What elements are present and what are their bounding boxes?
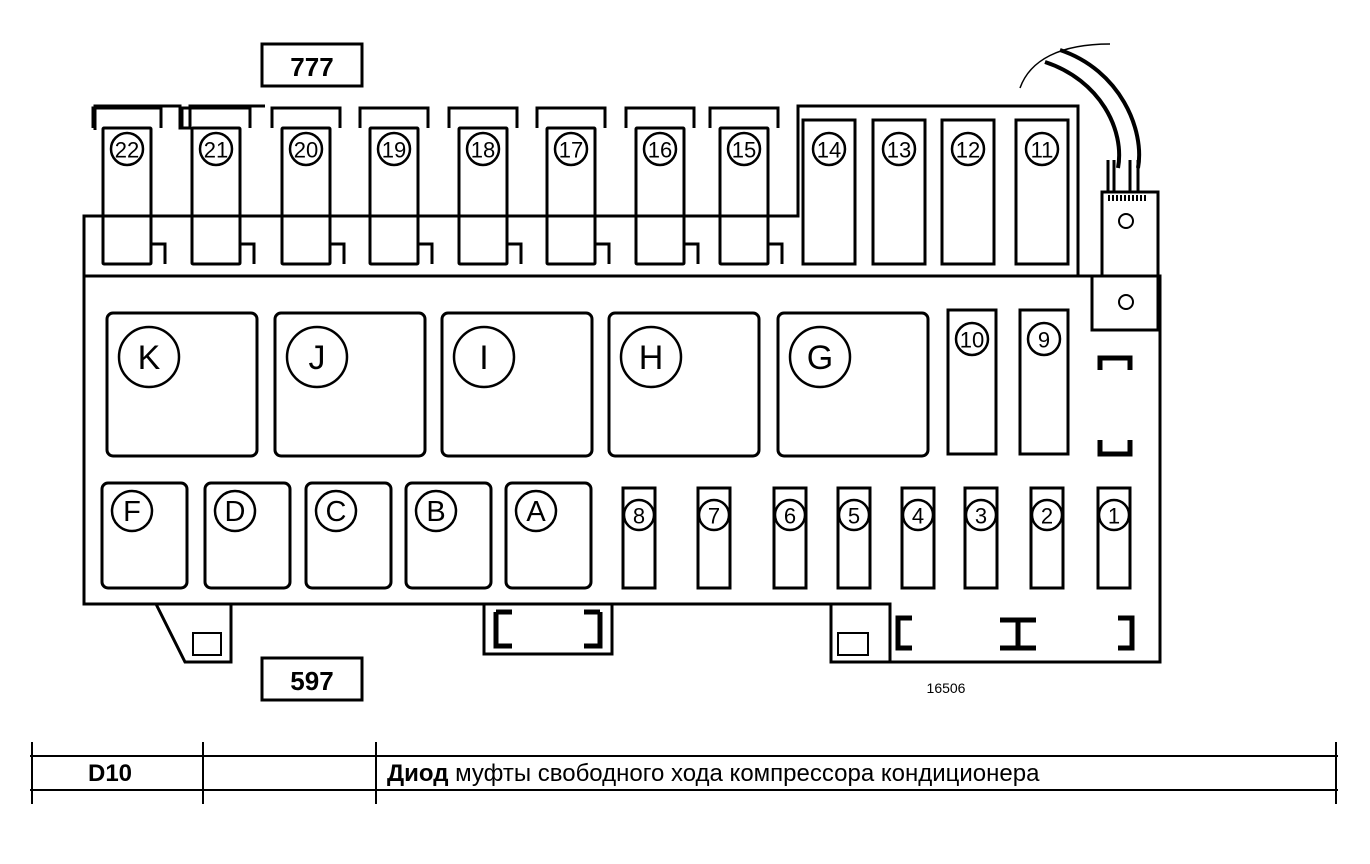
relay-D: D: [203, 481, 292, 590]
fuse-14-label: 14: [817, 138, 841, 163]
component-description: Диод муфты свободного хода компрессора к…: [387, 760, 1039, 788]
relay-C: C: [304, 481, 393, 590]
fuse-15-label: 15: [732, 138, 756, 163]
fuse-4: 4: [900, 486, 936, 590]
fuse-14: 14: [801, 118, 857, 266]
fuse-10: 10: [946, 308, 998, 456]
left-mount-slot: [192, 632, 222, 656]
relay-K-label: K: [138, 339, 161, 377]
relay-J-label: J: [309, 339, 326, 377]
fuse-22-label: 22: [115, 138, 139, 163]
fuse-6-label: 6: [784, 504, 796, 529]
right-mount-slot: [837, 632, 869, 656]
left-mount-lug: [154, 603, 233, 664]
relay-C-label: C: [326, 496, 347, 528]
relay-F-label: F: [123, 496, 141, 528]
fuse-19-label: 19: [382, 138, 406, 163]
fuse-20: 20: [280, 126, 332, 266]
relay-D-label: D: [225, 496, 246, 528]
fuse-10-label: 10: [960, 328, 984, 353]
fuse-21: 21: [190, 126, 242, 266]
fuse-9-label: 9: [1038, 328, 1050, 353]
top-fuse-row: 22 21 20 19 18 17 16 15 14 13 12 11: [91, 106, 1070, 266]
tag-597: 597: [260, 656, 364, 702]
fuse-1-label: 1: [1108, 504, 1120, 529]
connector-pins: [1106, 160, 1140, 192]
fuse-11-label: 11: [1031, 138, 1054, 163]
relay-G: G: [776, 311, 930, 458]
fuse-22: 22: [101, 126, 153, 266]
relay-I: I: [440, 311, 594, 458]
fuse-19: 19: [368, 126, 420, 266]
right-mount-lug: [829, 604, 890, 664]
bottom-fuse-row: 8 7 6 5 4 3 2 1: [621, 486, 1132, 590]
fuse-socket-row: [93, 104, 265, 130]
relay-A: A: [504, 481, 593, 590]
tag-777: 777: [260, 42, 364, 88]
fuse-3: 3: [963, 486, 999, 590]
spare-slot: [1097, 355, 1133, 457]
fuse-12-label: 12: [956, 138, 980, 163]
right-bracket-marks: [895, 615, 1135, 651]
fuse-21-label: 21: [204, 138, 228, 163]
connector-screw-top: [1118, 213, 1134, 229]
fuse-18-label: 18: [471, 138, 495, 163]
connector-screw-bottom: [1118, 294, 1134, 310]
fuse-5-label: 5: [848, 504, 860, 529]
fuse-16: 16: [634, 126, 686, 266]
fuse-13: 13: [871, 118, 927, 266]
fuse-7: 7: [696, 486, 732, 590]
connector-body: [1080, 190, 1160, 332]
connector-wire-thin: [1019, 43, 1111, 89]
relay-F: F: [100, 481, 189, 590]
fuse-6: 6: [772, 486, 808, 590]
relay-B-label: B: [426, 496, 445, 528]
fuse-16-label: 16: [648, 138, 672, 163]
relay-J: J: [273, 311, 427, 458]
relay-I-label: I: [479, 339, 488, 377]
tag-777-text: 777: [290, 52, 333, 82]
connector-wires: [1044, 48, 1142, 169]
component-code: D10: [88, 760, 133, 787]
figure-number: 16506: [927, 680, 966, 696]
fuse-2-label: 2: [1041, 504, 1053, 529]
component-table: D10 Диод муфты свободного хода компрессо…: [30, 742, 1338, 804]
fuse-8-label: 8: [633, 504, 645, 529]
relay-B: B: [404, 481, 493, 590]
fuse-1: 1: [1096, 486, 1132, 590]
center-clip-inner: [493, 609, 603, 649]
fuse-11: 11: [1014, 118, 1070, 266]
center-clip: [482, 604, 614, 656]
side-fuse-row: 10 9: [946, 308, 1070, 456]
fuse-20-label: 20: [294, 138, 318, 163]
fuse-9: 9: [1018, 308, 1070, 456]
fuse-12: 12: [940, 118, 996, 266]
fuse-13-label: 13: [887, 138, 911, 163]
tag-597-text: 597: [290, 666, 333, 696]
fuse-4-label: 4: [912, 504, 924, 529]
top-fuse-rail: [82, 104, 1080, 276]
fuse-18: 18: [457, 126, 509, 266]
relay-H: H: [607, 311, 761, 458]
fuse-8: 8: [621, 486, 657, 590]
relay-A-label: A: [526, 496, 546, 528]
description-rest: муфты свободного хода компрессора кондиц…: [448, 760, 1040, 787]
fuse-2: 2: [1029, 486, 1065, 590]
fuse-17-label: 17: [559, 138, 583, 163]
description-bold: Диод: [387, 760, 449, 787]
fuse-3-label: 3: [975, 504, 987, 529]
fuse-5: 5: [836, 486, 872, 590]
fuse-17: 17: [545, 126, 597, 266]
table-grid: [30, 742, 1338, 804]
fuse-15: 15: [718, 126, 770, 266]
relay-K: K: [105, 311, 259, 458]
relay-G-label: G: [807, 339, 833, 377]
relay-H-label: H: [639, 339, 664, 377]
fuse-box-housing: [82, 274, 1162, 664]
fuse-7-label: 7: [708, 504, 720, 529]
